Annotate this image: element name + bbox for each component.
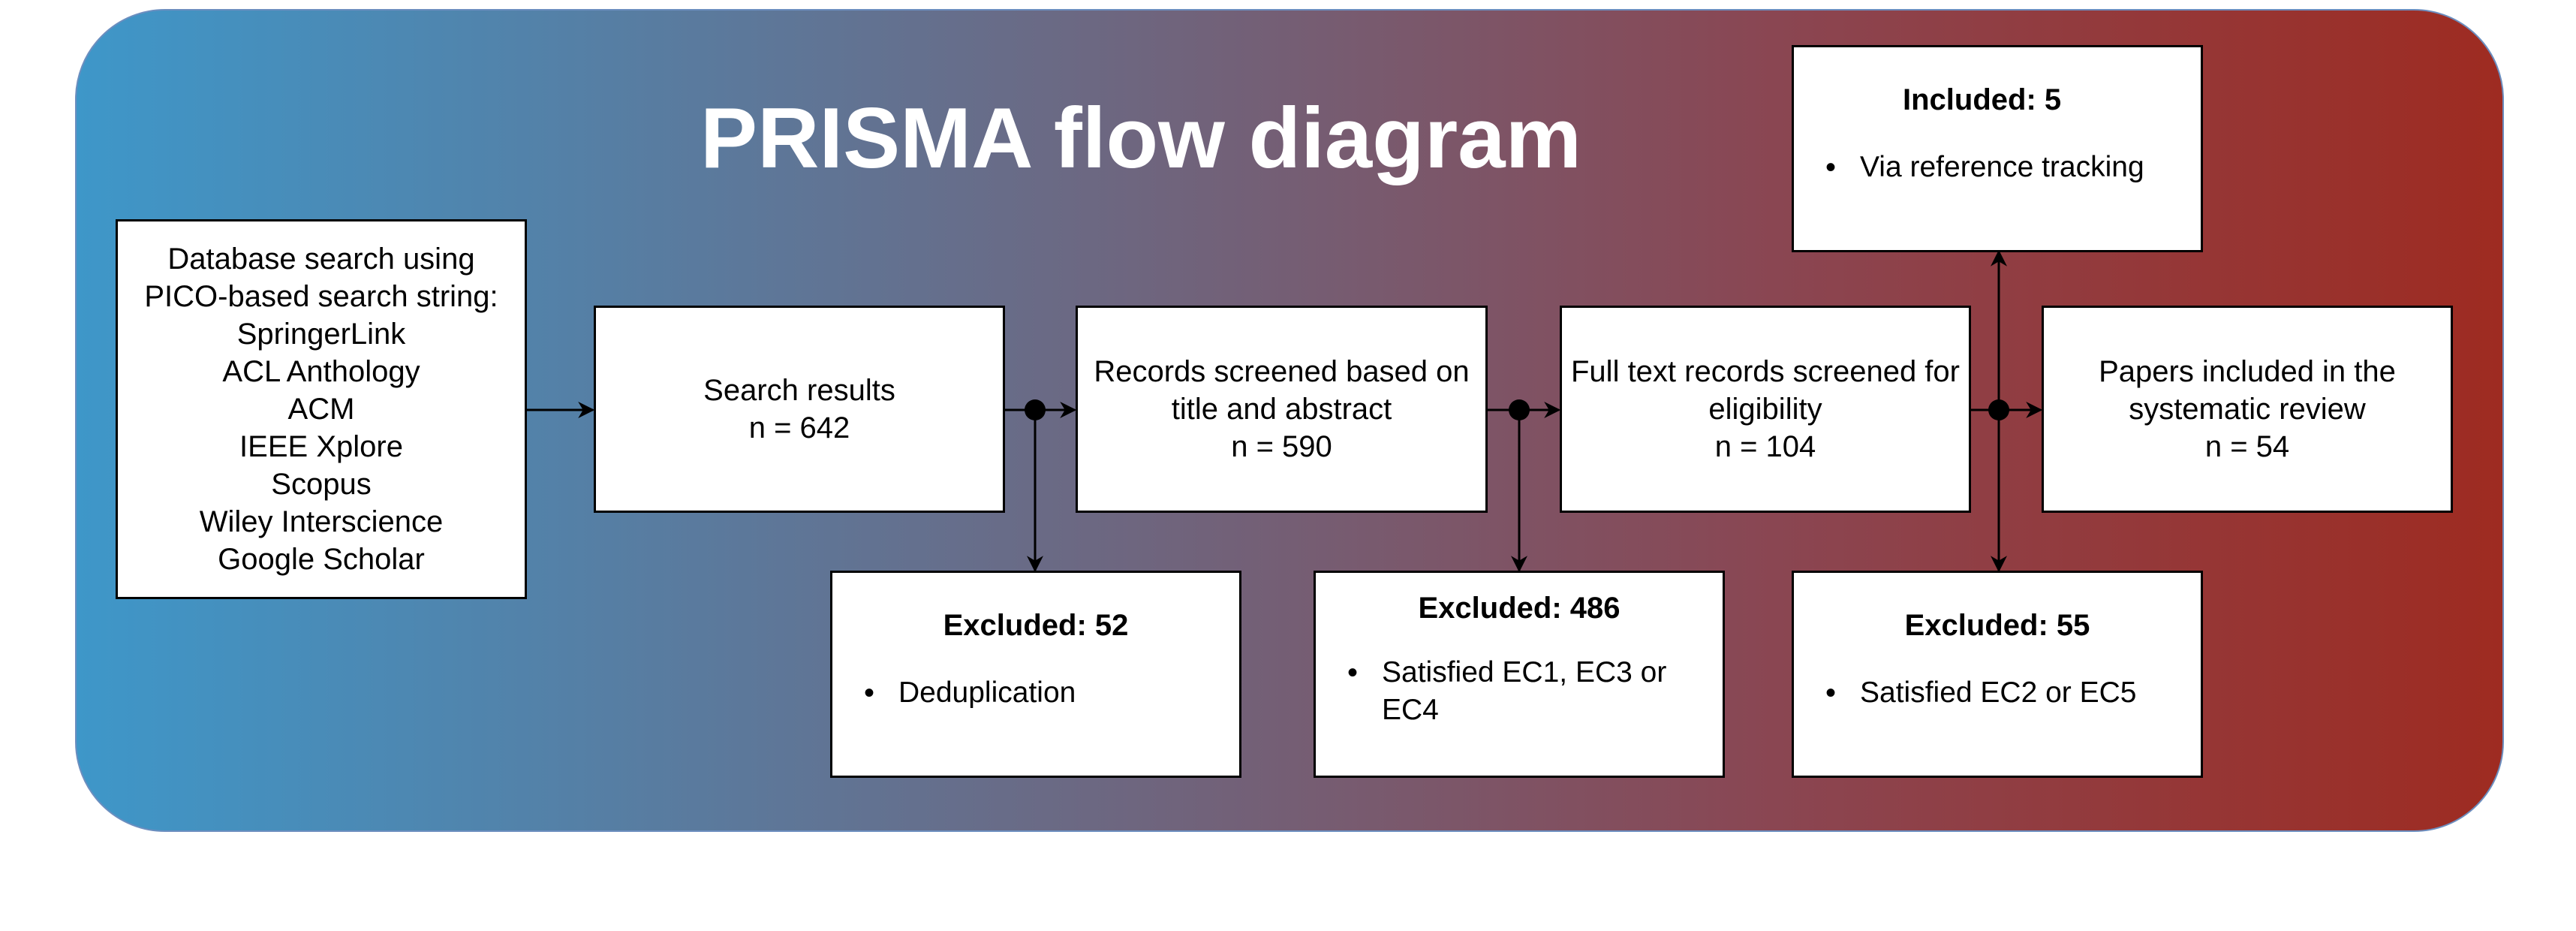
search-results-label: Search results (703, 374, 895, 407)
source-line-5: ACM (287, 393, 355, 426)
included-refs-heading: Included: 5 (1903, 83, 2062, 116)
excluded-dedup-box: Excluded: 52 Deduplication (830, 571, 1241, 778)
fulltext-count: n = 104 (1714, 430, 1816, 463)
excluded-dedup-heading: Excluded: 52 (943, 609, 1129, 642)
source-line-6: IEEE Xplore (239, 430, 403, 463)
excluded-fulltext-bullet: Satisfied EC2 or EC5 (1825, 674, 2201, 712)
source-line-3: SpringerLink (236, 318, 406, 351)
diagram-title: PRISMA flow diagram (700, 91, 1581, 186)
excluded-fulltext-box: Excluded: 55 Satisfied EC2 or EC5 (1792, 571, 2203, 778)
source-line-2: PICO-based search string: (144, 280, 498, 313)
junction-dot-1 (1025, 399, 1046, 420)
fulltext-box: Full text records screened for eligibili… (1560, 306, 1971, 513)
source-line-4: ACL Anthology (222, 355, 420, 388)
source-line-1: Database search using (167, 243, 475, 276)
junction-dot-3 (1988, 399, 2009, 420)
screened-line-1: Records screened based on (1094, 355, 1470, 388)
included-papers-line-1: Papers included in the (2099, 355, 2396, 388)
search-results-count: n = 642 (748, 411, 850, 444)
excluded-screen-heading: Excluded: 486 (1418, 592, 1621, 625)
screened-line-2: title and abstract (1171, 393, 1392, 426)
database-sources-box: Database search using PICO-based search … (116, 219, 527, 599)
source-line-8: Wiley Interscience (199, 505, 444, 538)
source-line-7: Scopus (271, 468, 372, 501)
excluded-screen-box: Excluded: 486 Satisfied EC1, EC3 or EC4 (1314, 571, 1725, 778)
excluded-screen-bullet: Satisfied EC1, EC3 or EC4 (1347, 654, 1708, 729)
excluded-fulltext-heading: Excluded: 55 (1904, 609, 2090, 642)
included-papers-line-2: systematic review (2129, 393, 2366, 426)
excluded-dedup-bullet: Deduplication (864, 674, 1239, 712)
included-papers-count: n = 54 (2204, 430, 2290, 463)
included-refs-box: Included: 5 Via reference tracking (1792, 45, 2203, 252)
fulltext-line-1: Full text records screened for (1571, 355, 1960, 388)
search-results-box: Search results n = 642 (594, 306, 1005, 513)
screened-count: n = 590 (1231, 430, 1332, 463)
fulltext-line-2: eligibility (1708, 393, 1822, 426)
included-papers-box: Papers included in the systematic review… (2042, 306, 2453, 513)
source-line-9: Google Scholar (218, 543, 425, 576)
screened-box: Records screened based on title and abst… (1076, 306, 1488, 513)
included-refs-bullet: Via reference tracking (1825, 149, 2201, 186)
junction-dot-2 (1509, 399, 1530, 420)
